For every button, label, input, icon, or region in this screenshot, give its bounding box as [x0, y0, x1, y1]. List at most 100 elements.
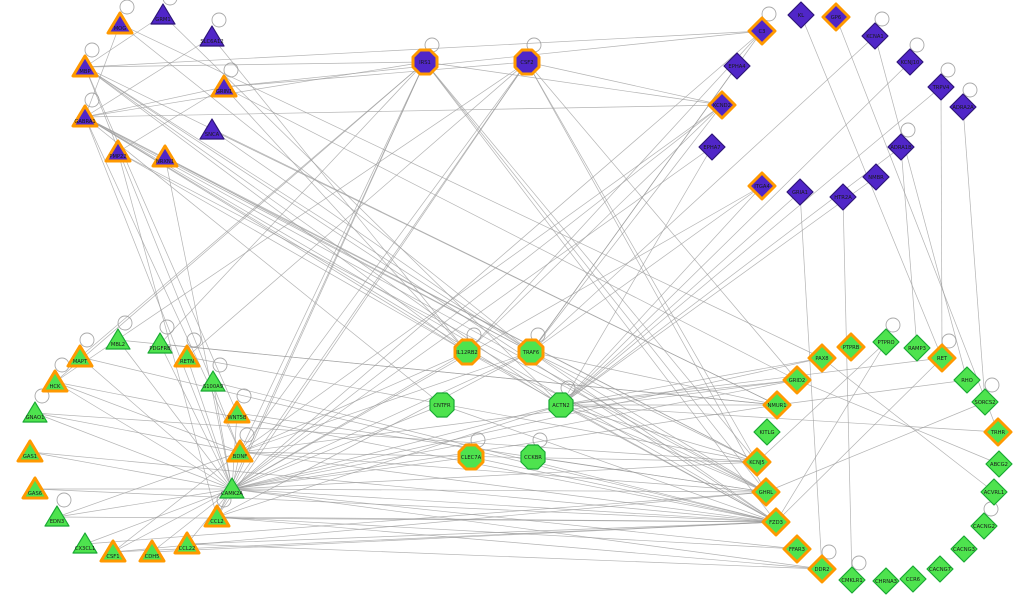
edge — [835, 16, 999, 433]
node-CACNG2[interactable]: CACNG2 — [970, 512, 998, 540]
node-EPHA7[interactable]: EPHA7 — [698, 133, 726, 161]
node-DDR2[interactable]: DDR2 — [807, 554, 837, 584]
triangle-shape — [72, 532, 98, 554]
node-MAPT[interactable]: MAPT — [66, 344, 94, 368]
node-CACNG3[interactable]: CACNG3 — [950, 535, 978, 563]
edge — [530, 351, 758, 463]
diamond-shape — [899, 565, 927, 593]
self-loop — [885, 317, 901, 333]
edge — [84, 116, 233, 490]
node-ITGA4[interactable]: ITGA4 — [747, 171, 777, 201]
triangle-shape — [99, 539, 127, 563]
node-NRXN1[interactable]: NRXN1 — [151, 144, 179, 168]
node-CSF2[interactable]: CSF2 — [513, 48, 541, 76]
edge — [29, 451, 233, 490]
edge — [84, 66, 238, 414]
diamond-shape — [953, 366, 981, 394]
triangle-shape — [71, 54, 99, 78]
octagon-shape — [411, 48, 439, 76]
node-RHO[interactable]: RHO — [953, 366, 981, 394]
edge — [162, 14, 562, 406]
triangle-shape — [210, 74, 238, 98]
node-CLEC7A[interactable]: CLEC7A — [457, 443, 485, 471]
edge — [54, 381, 241, 453]
node-PTPRO[interactable]: PTPRO — [872, 328, 900, 356]
diamond-shape — [747, 171, 777, 201]
node-ACTN2[interactable]: ACTN2 — [548, 392, 574, 418]
node-GRM1[interactable]: GRM1 — [150, 3, 176, 25]
node-CHRNA3[interactable]: CHRNA3 — [872, 567, 900, 595]
node-SNCA[interactable]: SNCA — [199, 118, 225, 140]
node-GRIA1[interactable]: GRIA1 — [786, 178, 814, 206]
octagon-shape — [453, 338, 481, 366]
node-GAS1[interactable]: GAS1 — [16, 439, 44, 463]
node-KITLG[interactable]: KITLG — [753, 418, 781, 446]
edge — [231, 351, 532, 490]
node-PMP22[interactable]: PMP22 — [104, 139, 132, 163]
node-NMBR[interactable]: NMBR — [862, 163, 890, 191]
node-CCKBR[interactable]: CCKBR — [520, 444, 546, 470]
node-MBP[interactable]: MBP — [71, 54, 99, 78]
node-KL[interactable]: KL — [787, 1, 815, 29]
edge — [231, 488, 777, 523]
node-C3[interactable]: C3 — [747, 16, 777, 46]
node-SORCS2[interactable]: SORCS2 — [971, 388, 999, 416]
node-MOG[interactable]: MOG — [106, 11, 134, 35]
node-GP6[interactable]: GP6 — [821, 2, 851, 32]
node-GAS6[interactable]: GAS6 — [21, 476, 49, 500]
node-TRAF6[interactable]: TRAF6 — [517, 338, 545, 366]
node-FFAR3[interactable]: FFAR3 — [782, 534, 812, 564]
node-ADRA1B[interactable]: ADRA1B — [887, 133, 915, 161]
node-ACVRL1[interactable]: ACVRL1 — [980, 478, 1008, 506]
node-TRPV4[interactable]: TRPV4 — [927, 73, 955, 101]
diamond-shape — [985, 450, 1013, 478]
node-ABCG2[interactable]: ABCG2 — [985, 450, 1013, 478]
edge — [79, 61, 426, 358]
node-SLC6A12[interactable]: SLC6A12 — [199, 25, 225, 47]
node-EPHA4[interactable]: EPHA4 — [723, 52, 751, 80]
edge — [530, 35, 876, 353]
node-CMKLR1[interactable]: CMKLR1 — [838, 566, 866, 594]
node-NMUR1[interactable]: NMUR1 — [762, 390, 792, 420]
diamond-shape — [761, 507, 791, 537]
edge — [231, 488, 798, 550]
node-GABRA1[interactable]: GABRA1 — [71, 104, 99, 128]
edge — [530, 185, 763, 353]
edge — [900, 146, 918, 349]
node-CCL22[interactable]: CCL22 — [173, 531, 201, 555]
edge — [231, 461, 758, 490]
self-loop — [159, 319, 175, 335]
node-S100A9[interactable]: S100A9 — [200, 370, 226, 392]
node-GRID2[interactable]: GRID2 — [782, 365, 812, 395]
node-GHRL[interactable]: GHRL — [751, 477, 781, 507]
self-loop — [162, 0, 178, 6]
node-CX3CL1[interactable]: CX3CL1 — [72, 532, 98, 554]
node-KCNJ5[interactable]: KCNJ5 — [742, 447, 772, 477]
node-CDH5[interactable]: CDH5 — [138, 539, 166, 563]
node-CCL2[interactable]: CCL2 — [203, 504, 231, 528]
node-CNTFR[interactable]: CNTFR — [429, 392, 455, 418]
node-IRS1[interactable]: IRS1 — [411, 48, 439, 76]
edge — [940, 86, 943, 359]
triangle-shape — [173, 531, 201, 555]
node-RAMP3[interactable]: RAMP3 — [903, 334, 931, 362]
node-CCR6[interactable]: CCR6 — [899, 565, 927, 593]
edge — [84, 116, 777, 523]
node-CACNG7[interactable]: CACNG7 — [926, 555, 954, 583]
node-PTPRB[interactable]: PTPRB — [836, 332, 866, 362]
edge — [119, 23, 532, 353]
diamond-shape — [742, 447, 772, 477]
node-PAX8[interactable]: PAX8 — [807, 343, 837, 373]
node-TRHR[interactable]: TRHR — [983, 417, 1013, 447]
node-HCK[interactable]: HCK — [41, 369, 69, 393]
node-WNT5B[interactable]: WNT5B — [223, 400, 251, 424]
triangle-shape — [138, 539, 166, 563]
edge — [560, 404, 767, 493]
node-ADRA2A[interactable]: ADRA2A — [949, 93, 977, 121]
edge — [560, 185, 763, 406]
edge — [560, 379, 798, 406]
node-IL12RB2[interactable]: IL12RB2 — [453, 338, 481, 366]
node-KCNA1[interactable]: KCNA1 — [861, 22, 889, 50]
node-HTR2A[interactable]: HTR2A — [829, 183, 857, 211]
node-GNAO1[interactable]: GNAO1 — [22, 401, 48, 423]
